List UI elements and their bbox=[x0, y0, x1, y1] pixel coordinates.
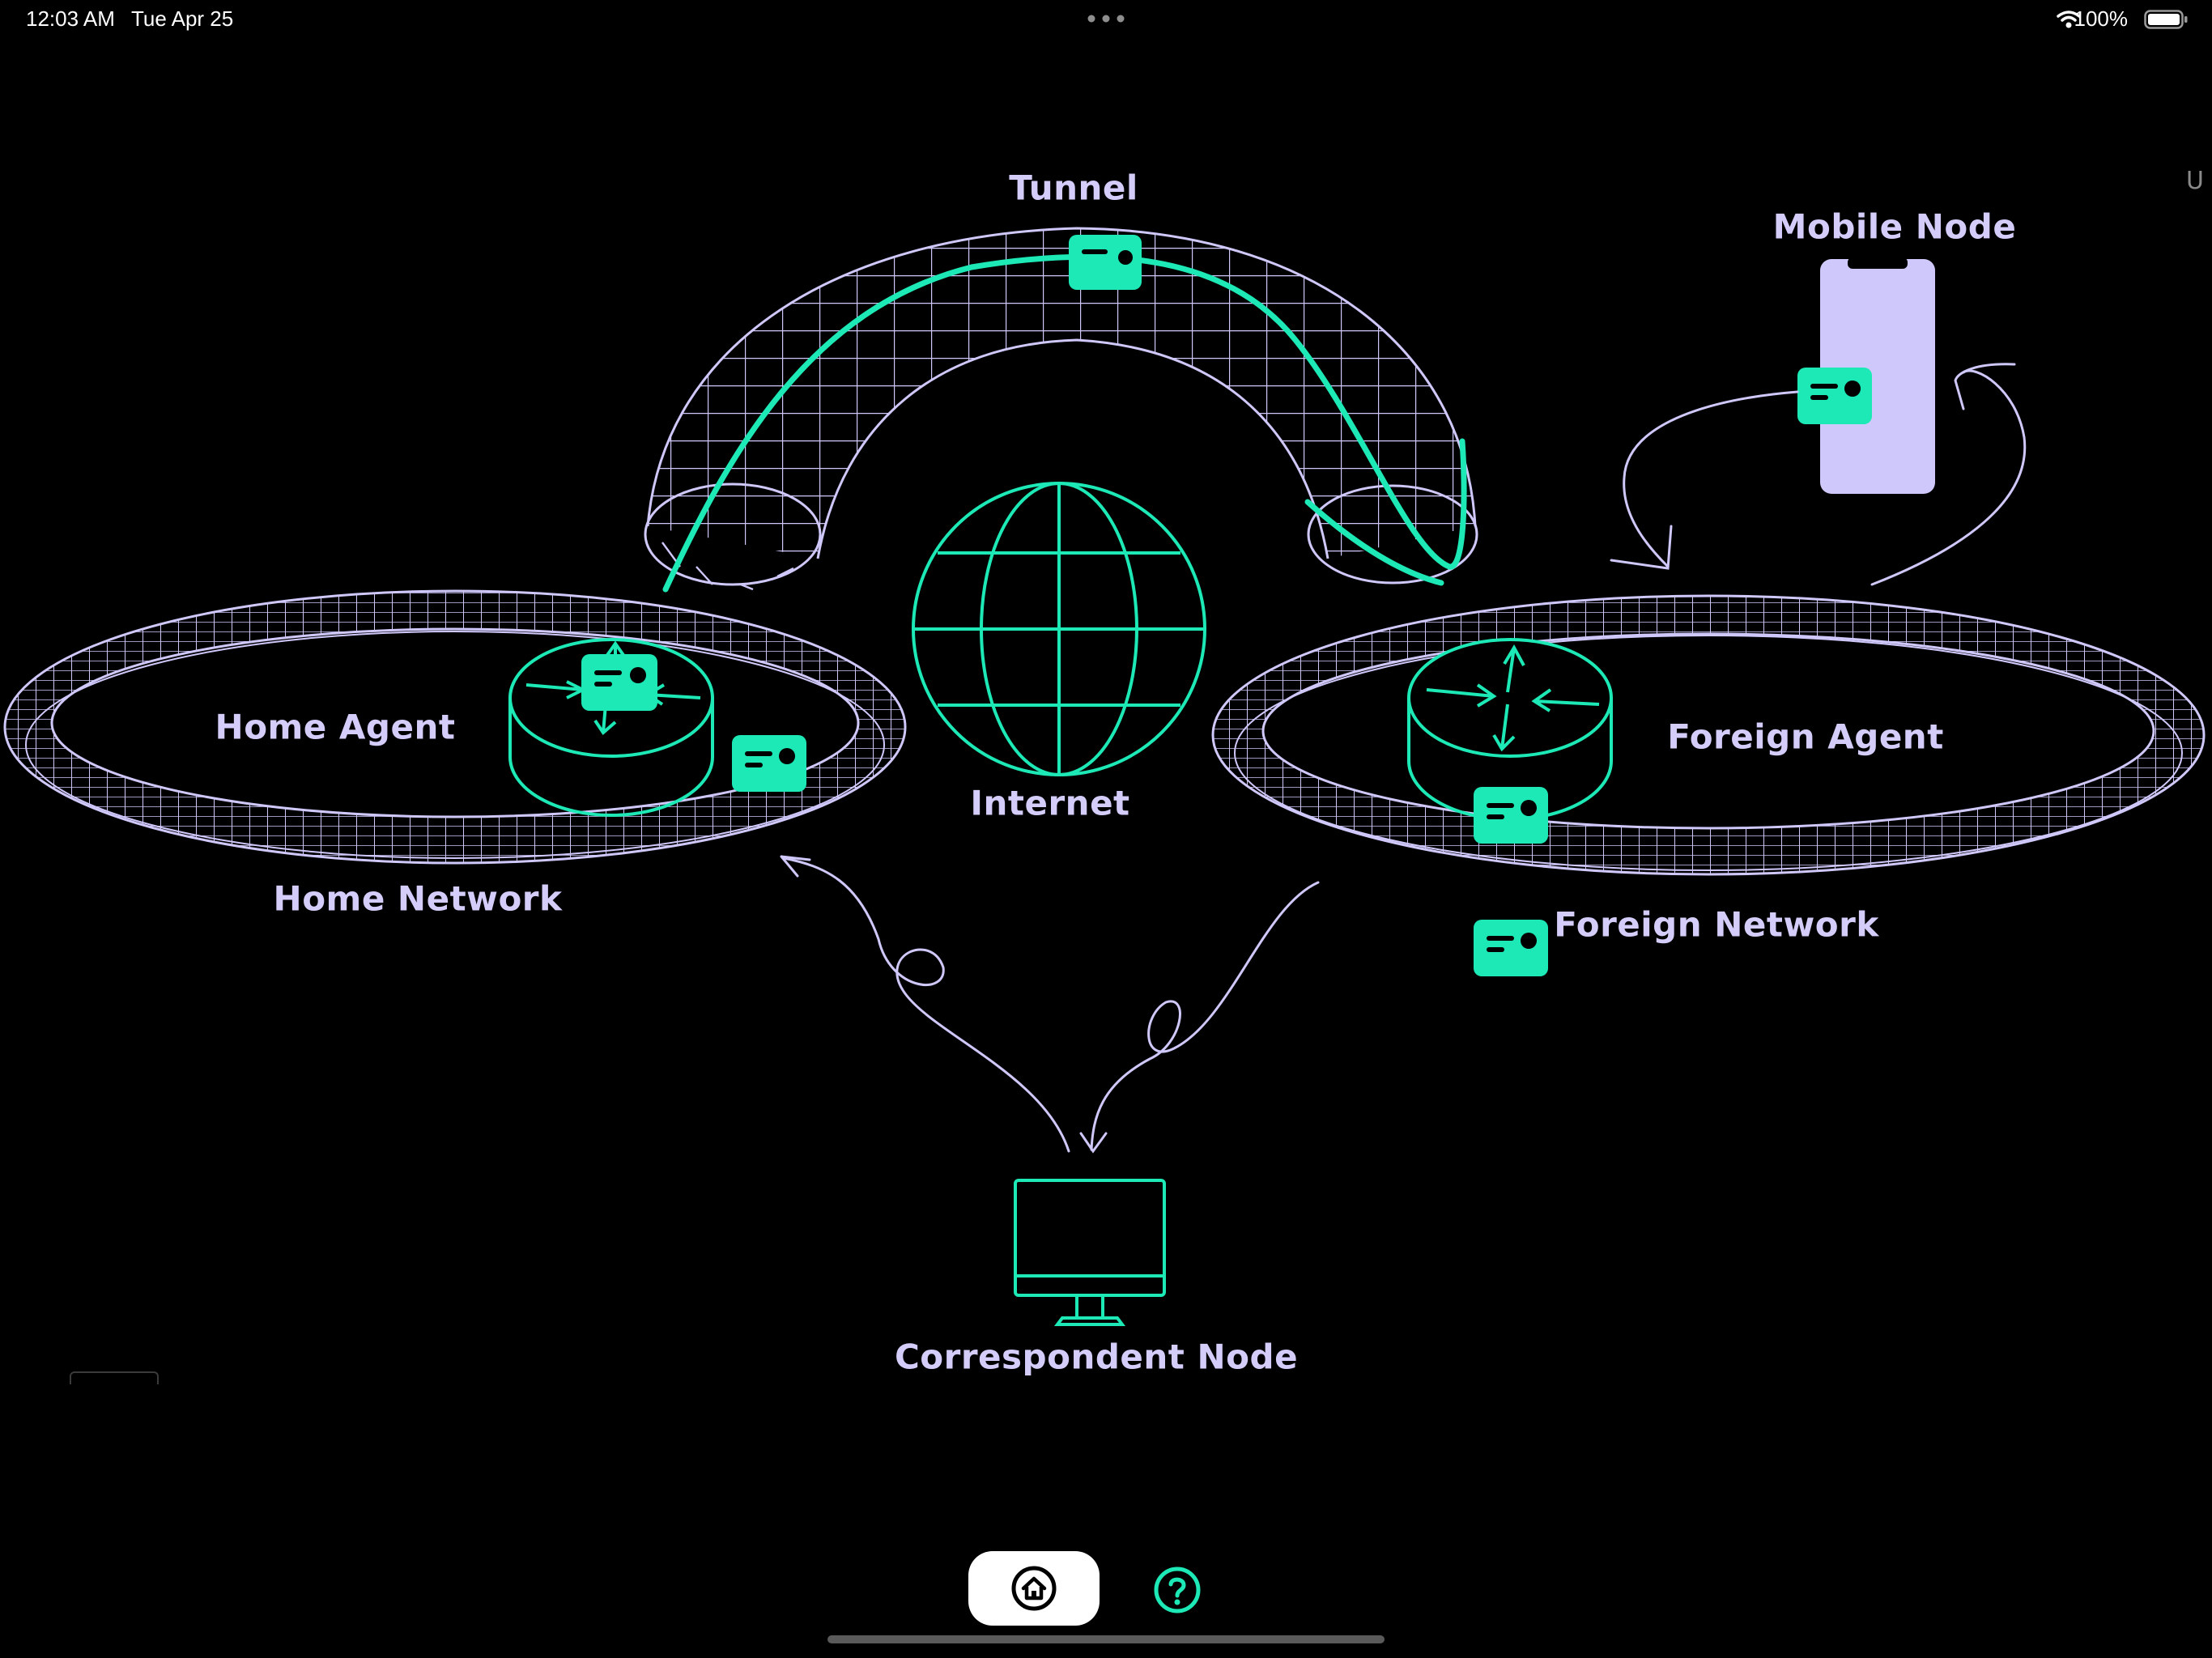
foreign-agent-label: Foreign Agent bbox=[1667, 716, 1944, 757]
home-agent-label: Home Agent bbox=[215, 707, 456, 747]
battery-percentage: 100% bbox=[2074, 6, 2129, 31]
side-edge-glyph: U bbox=[2186, 167, 2204, 195]
multitasking-dots-icon[interactable] bbox=[1087, 15, 1125, 23]
foreign-network-ring bbox=[1206, 591, 2210, 882]
home-indicator[interactable] bbox=[827, 1635, 1385, 1643]
question-mark-icon[interactable] bbox=[1153, 1566, 1202, 1614]
home-network-ring bbox=[0, 583, 915, 874]
home-icon bbox=[1011, 1566, 1057, 1611]
packet-icon-foreign-agent bbox=[1474, 787, 1548, 844]
status-time: 12:03 AM bbox=[26, 6, 115, 31]
foreign-network-label: Foreign Network bbox=[1554, 904, 1879, 945]
mobile-phone-icon bbox=[1820, 257, 1935, 494]
desktop-computer-icon bbox=[1014, 1179, 1166, 1326]
internet-label: Internet bbox=[970, 783, 1130, 823]
globe-icon bbox=[912, 482, 1206, 776]
wifi-icon bbox=[2057, 11, 2081, 28]
tunnel-label: Tunnel bbox=[1009, 168, 1138, 208]
home-button[interactable] bbox=[968, 1551, 1100, 1626]
movement-arrows bbox=[780, 363, 2027, 1154]
mobile-node-label: Mobile Node bbox=[1772, 206, 2017, 247]
status-date: Tue Apr 25 bbox=[131, 6, 234, 31]
foreign-agent-router-icon bbox=[1407, 638, 1613, 821]
battery-icon bbox=[2144, 10, 2188, 29]
left-drawer-handle[interactable] bbox=[70, 1371, 159, 1384]
packet-icon-tunnel bbox=[1069, 235, 1142, 290]
packet-icon-home-network bbox=[732, 735, 806, 792]
packet-icon-foreign-network bbox=[1474, 920, 1548, 976]
packet-icon-mobile-node bbox=[1797, 368, 1872, 424]
correspondent-node-label: Correspondent Node bbox=[894, 1337, 1299, 1377]
home-network-label: Home Network bbox=[273, 878, 563, 919]
packet-icon-home-agent bbox=[581, 654, 657, 711]
